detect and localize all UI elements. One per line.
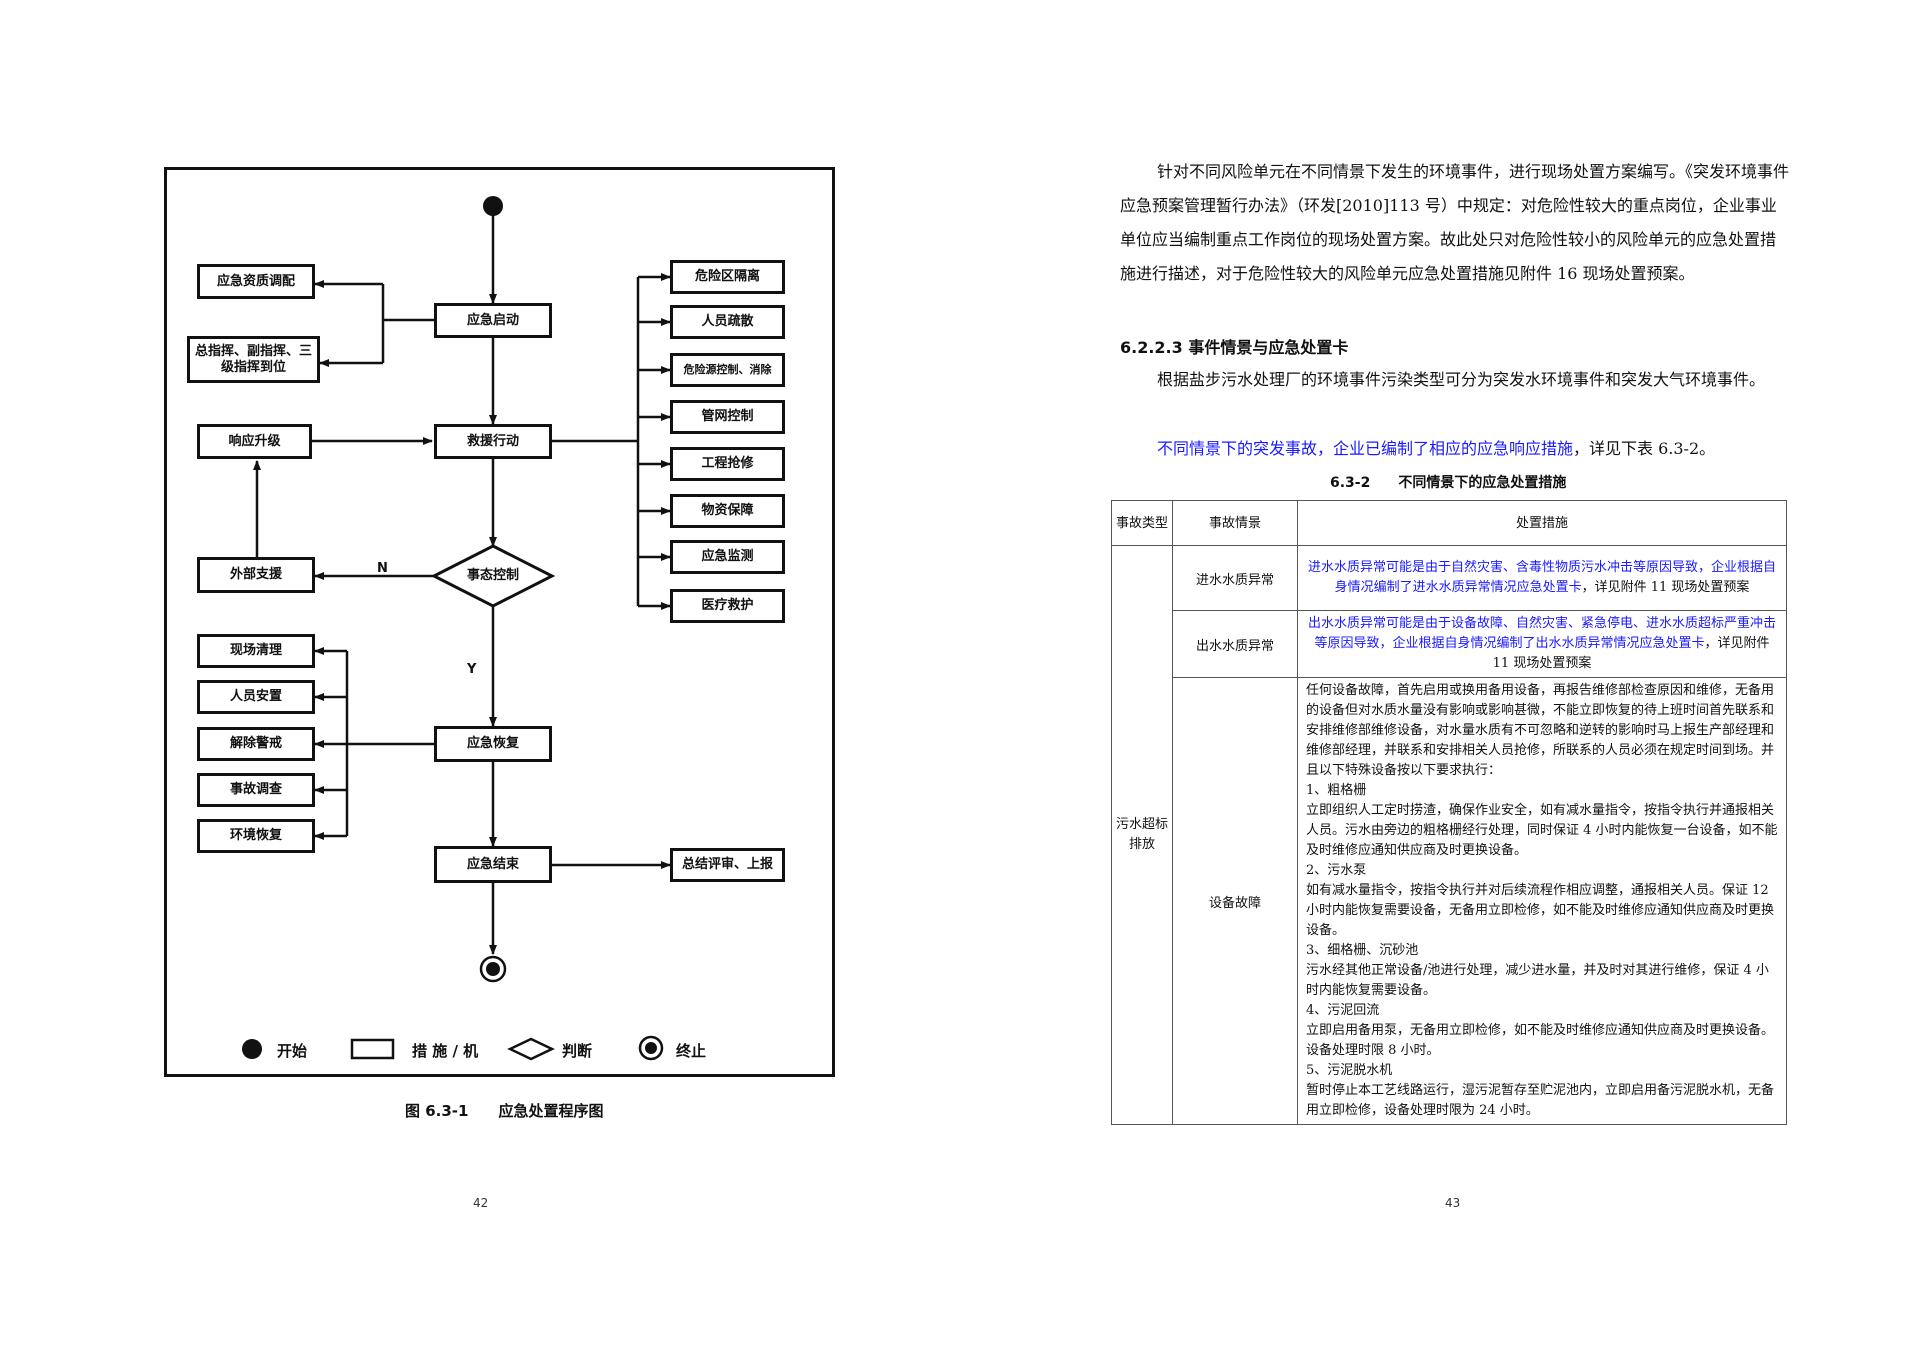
measure-tail: ，详见附件 11 现场处置预案 (1581, 580, 1750, 595)
reference-paragraph: 不同情景下的突发事故，企业已编制了相应的应急响应措施，详见下表 6.3-2。 (1120, 432, 1790, 466)
legend-judge-label: 判断 (562, 1042, 593, 1060)
branch-no-label: N (377, 561, 388, 576)
cell-measure: 出水水质异常可能是由于设备故障、自然灾害、紧急停电、进水水质超标严重冲击等原因导… (1297, 610, 1787, 678)
node-evacuation: 人员疏散 (670, 305, 785, 339)
page-number-right: 43 (1445, 1196, 1461, 1210)
figure-caption: 图 6.3-1 应急处置程序图 (405, 1102, 604, 1120)
measures-table: 事故类型 事故情景 处置措施 污水超标排放 进水水质异常 进水水质异常可能是由于… (1111, 500, 1787, 1125)
legend-start-label: 开始 (277, 1042, 308, 1060)
node-hazard-isolation: 危险区隔离 (670, 260, 785, 294)
table-header-row: 事故类型 事故情景 处置措施 (1111, 500, 1787, 546)
left-page: 应急启动 救援行动 事态控制 应急恢复 应急结束 应急资质调配 总指挥、副指挥、… (164, 167, 835, 1210)
measure-line: 立即启用备用泵，无备用立即检修，如不能及时维修应通知供应商及时更换设备。设备处理… (1306, 1023, 1775, 1058)
section-heading: 6.2.2.3 事件情景与应急处置卡 (1120, 338, 1349, 357)
measure-line: 污水经其他正常设备/池进行处理，减少进水量，并及时对其进行维修，保证 4 小时内… (1306, 963, 1769, 998)
legend-measure-icon (350, 1038, 395, 1060)
node-emergency-monitoring: 应急监测 (670, 540, 785, 574)
measure-highlight: 出水水质异常可能是由于设备故障、自然灾害、紧急停电、进水水质超标严重冲击等原因导… (1307, 616, 1776, 651)
reference-paragraph-tail: ，详见下表 6.3-2。 (1573, 439, 1716, 458)
node-situation-control: 事态控制 (466, 568, 519, 583)
node-external-support: 外部支援 (197, 557, 315, 593)
table-row: 设备故障 任何设备故障，首先启用或换用备用设备，再报告维修部检查原因和维修，无备… (1112, 677, 1787, 1125)
node-commanders-in-place: 总指挥、副指挥、三级指挥到位 (187, 336, 320, 383)
cell-scene: 设备故障 (1172, 677, 1298, 1125)
measure-line: 3、细格栅、沉砂池 (1306, 943, 1419, 958)
header-accident-scene: 事故情景 (1172, 500, 1298, 546)
node-emergency-recovery: 应急恢复 (434, 726, 552, 762)
node-lift-alert: 解除警戒 (197, 727, 315, 761)
node-site-cleanup: 现场清理 (197, 634, 315, 668)
node-hazard-control: 危险源控制、消除 (670, 353, 785, 387)
measure-line: 如有减水量指令，按指令执行并对后续流程作相应调整，通报相关人员。保证 12 小时… (1306, 883, 1775, 938)
node-accident-investigation: 事故调查 (197, 773, 315, 807)
header-accident-type: 事故类型 (1111, 500, 1173, 546)
cell-scene: 进水水质异常 (1172, 545, 1298, 611)
node-environment-restore: 环境恢复 (197, 819, 315, 853)
start-node-icon (483, 196, 503, 216)
reference-paragraph-highlight: 不同情景下的突发事故，企业已编制了相应的应急响应措施 (1157, 439, 1574, 458)
decision-diamond (430, 544, 556, 608)
measure-line: 4、污泥回流 (1306, 1003, 1380, 1018)
page-number-left: 42 (473, 1196, 489, 1210)
measure-line: 5、污泥脱水机 (1306, 1063, 1393, 1078)
flowchart-connectors (242, 196, 671, 1061)
measure-line: 1、粗格栅 (1306, 783, 1367, 798)
node-resource-allocation: 应急资质调配 (197, 264, 315, 299)
legend-judge-icon (507, 1037, 555, 1061)
node-medical-rescue: 医疗救护 (670, 589, 785, 623)
node-engineering-repair: 工程抢修 (670, 447, 785, 481)
table-row: 污水超标排放 进水水质异常 进水水质异常可能是由于自然灾害、含毒性物质污水冲击等… (1111, 545, 1787, 1125)
cell-measure: 任何设备故障，首先启用或换用备用设备，再报告维修部检查原因和维修，无备用的设备但… (1297, 677, 1787, 1125)
node-response-upgrade: 响应升级 (197, 424, 312, 459)
node-emergency-activate: 应急启动 (434, 303, 552, 338)
node-summary-report: 总结评审、上报 (670, 848, 785, 882)
table-row: 出水水质异常 出水水质异常可能是由于设备故障、自然灾害、紧急停电、进水水质超标严… (1112, 610, 1787, 678)
cell-scene: 出水水质异常 (1172, 610, 1298, 678)
measure-tail: ，详见附件 11 现场处置预案 (1492, 636, 1770, 671)
node-rescue-action: 救援行动 (434, 424, 552, 459)
branch-yes-label: Y (467, 662, 477, 677)
node-emergency-end: 应急结束 (434, 846, 552, 883)
legend-terminate-label: 终止 (676, 1042, 707, 1060)
measure-line: 立即组织人工定时捞渣，确保作业安全，如有减水量指令，按指令执行并通报相关人员。污… (1306, 803, 1778, 858)
measure-highlight: 进水水质异常可能是由于自然灾害、含毒性物质污水冲击等原因导致，企业根据自身情况编… (1307, 560, 1776, 595)
pollution-type-paragraph: 根据盐步污水处理厂的环境事件污染类型可分为突发水环境事件和突发大气环境事件。 (1157, 370, 1766, 389)
node-material-support: 物资保障 (670, 494, 785, 528)
measure-line: 任何设备故障，首先启用或换用备用设备，再报告维修部检查原因和维修，无备用的设备但… (1306, 683, 1775, 778)
measure-line: 2、污水泵 (1306, 863, 1367, 878)
measure-line: 暂时停止本工艺线路运行，湿污泥暂存至贮泥池内，立即启用备污泥脱水机，无备用立即检… (1306, 1083, 1775, 1118)
node-pipe-control: 管网控制 (670, 400, 785, 434)
node-personnel-resettlement: 人员安置 (197, 680, 315, 714)
header-measures: 处置措施 (1297, 500, 1787, 546)
cell-accident-type: 污水超标排放 (1111, 545, 1173, 1125)
cell-measure: 进水水质异常可能是由于自然灾害、含毒性物质污水冲击等原因导致，企业根据自身情况编… (1297, 545, 1787, 611)
legend-measure-label: 措 施 / 机 (412, 1042, 479, 1060)
intro-paragraph: 针对不同风险单元在不同情景下发生的环境事件，进行现场处置方案编写。《突发环境事件… (1120, 162, 1790, 283)
legend-start-icon (242, 1039, 262, 1059)
table-title: 6.3-2 不同情景下的应急处置措施 (1330, 475, 1567, 491)
flowchart-frame (164, 167, 835, 1077)
